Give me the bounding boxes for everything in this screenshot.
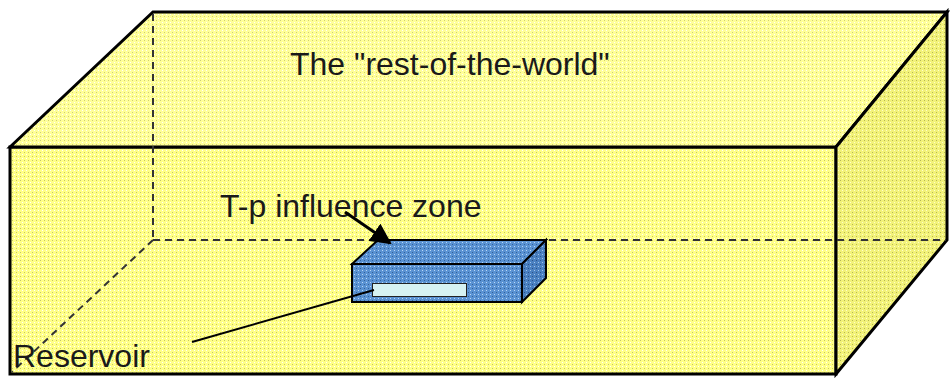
box-label: Reservoir bbox=[13, 340, 150, 372]
hidden-edge bbox=[152, 14, 154, 240]
top-face bbox=[10, 12, 947, 147]
hidden-edge bbox=[153, 239, 946, 241]
side-face bbox=[836, 12, 947, 374]
side-face bbox=[522, 240, 546, 302]
top-face bbox=[352, 240, 546, 264]
front-face bbox=[10, 147, 836, 374]
box-label: T-p influence zone bbox=[220, 190, 482, 222]
front-face bbox=[352, 264, 522, 302]
hidden-edge bbox=[12, 240, 153, 372]
box-label: The "rest-of-the-world" bbox=[290, 48, 610, 80]
reservoir-box: Reservoir bbox=[372, 283, 467, 297]
influence-zone-box: T-p influence zoneReservoir bbox=[352, 240, 548, 304]
leader-arrow bbox=[345, 212, 390, 243]
leader-line bbox=[192, 290, 374, 342]
